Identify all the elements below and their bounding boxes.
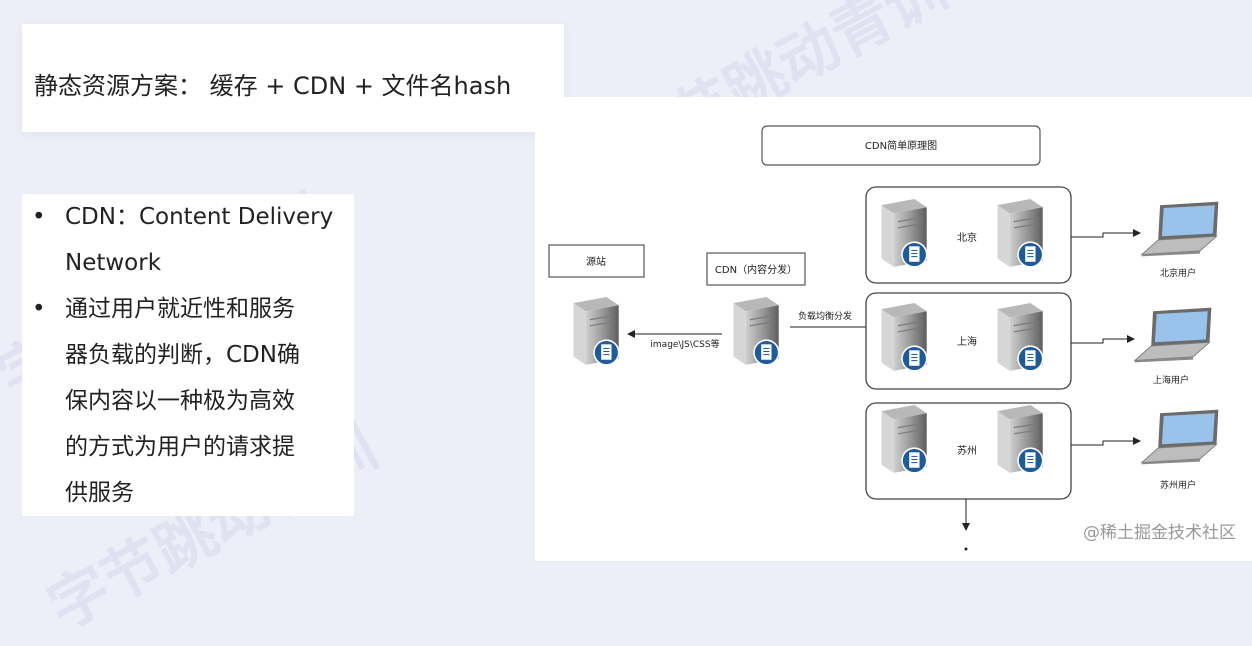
continuation-dot bbox=[964, 547, 968, 551]
bullet-icon: • bbox=[32, 204, 46, 230]
beijing-server-1-icon bbox=[880, 199, 928, 268]
bullet-line: CDN：Content Delivery bbox=[65, 204, 334, 230]
cdn-label-box bbox=[706, 252, 806, 286]
arrow-head-icon bbox=[1133, 229, 1141, 237]
shanghai-user-arrow bbox=[1071, 338, 1129, 344]
arrow-right-label: 负载均衡分发 bbox=[798, 310, 852, 322]
shanghai-server-1-icon bbox=[880, 303, 928, 372]
suzhou-user-label: 苏州用户 bbox=[1160, 479, 1196, 491]
cdn-diagram: CDN简单原理图 源站 CDN（内容分发） image\JS\CSS等 负载均衡… bbox=[548, 125, 1219, 551]
suzhou-server-2-icon bbox=[996, 405, 1044, 474]
beijing-laptop-icon bbox=[1141, 201, 1219, 257]
source-label: 源站 bbox=[586, 255, 606, 268]
arrow-head-icon bbox=[962, 523, 970, 531]
footer-watermark: @稀土掘金技术社区 bbox=[1083, 523, 1236, 543]
shanghai-server-2-icon bbox=[996, 303, 1044, 372]
beijing-user-arrow bbox=[1071, 232, 1135, 238]
cdn-server-icon bbox=[732, 297, 780, 366]
bullet-line: Network bbox=[65, 250, 162, 276]
cdn-label: CDN（内容分发） bbox=[715, 263, 797, 276]
bullet-line: 的方式为用户的请求提 bbox=[65, 434, 295, 460]
bullet-line: 供服务 bbox=[65, 480, 134, 506]
beijing-user-label: 北京用户 bbox=[1160, 267, 1196, 279]
bullet-item-desc: • 通过用户就近性和服务 器负载的判断，CDN确 保内容以一种极为高效 的方式为… bbox=[22, 286, 354, 516]
title-card: 静态资源方案： 缓存 + CDN + 文件名hash bbox=[22, 24, 564, 132]
diagram-title: CDN简单原理图 bbox=[865, 139, 937, 152]
shanghai-user-label: 上海用户 bbox=[1153, 374, 1189, 386]
source-label-box bbox=[548, 244, 645, 278]
arrow-left-label: image\JS\CSS等 bbox=[650, 338, 719, 350]
arrow-head-icon bbox=[627, 330, 635, 338]
suzhou-laptop-icon bbox=[1141, 409, 1219, 465]
diagram-title-box bbox=[761, 125, 1041, 166]
arrow-head-icon bbox=[1127, 335, 1135, 343]
slide-title: 静态资源方案： 缓存 + CDN + 文件名hash bbox=[34, 72, 512, 100]
suzhou-server-1-icon bbox=[880, 405, 928, 474]
suzhou-user-arrow bbox=[1071, 440, 1135, 446]
bullet-line: 器负载的判断，CDN确 bbox=[65, 342, 300, 368]
bullet-line: 通过用户就近性和服务 bbox=[65, 296, 295, 322]
bullet-list: • CDN：Content Delivery Network • 通过用户就近性… bbox=[22, 194, 354, 516]
source-server-icon bbox=[572, 297, 620, 366]
region-name-beijing: 北京 bbox=[957, 231, 977, 244]
bullet-item-cdn: • CDN：Content Delivery Network bbox=[22, 194, 354, 286]
region-name-shanghai: 上海 bbox=[957, 335, 977, 348]
bullet-card: • CDN：Content Delivery Network • 通过用户就近性… bbox=[22, 194, 354, 516]
region-name-suzhou: 苏州 bbox=[957, 444, 977, 457]
beijing-server-2-icon bbox=[996, 199, 1044, 268]
bullet-line: 保内容以一种极为高效 bbox=[65, 388, 295, 414]
arrow-head-icon bbox=[1133, 437, 1141, 445]
bullet-icon: • bbox=[32, 296, 46, 322]
shanghai-laptop-icon bbox=[1134, 307, 1212, 363]
